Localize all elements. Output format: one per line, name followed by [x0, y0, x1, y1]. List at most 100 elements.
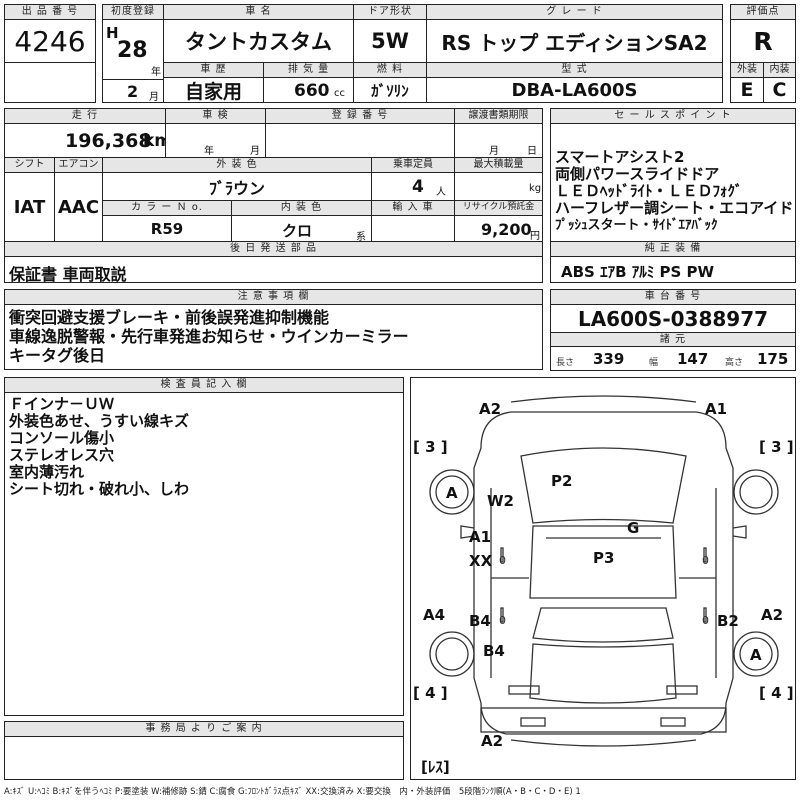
- lot-number: 4246: [4, 19, 96, 63]
- displacement-value: 660: [294, 81, 330, 101]
- load-unit: kg: [529, 183, 542, 194]
- shift: IAT: [4, 172, 55, 242]
- specs: 長さ 339 幅 147 高さ 175: [550, 346, 796, 371]
- registration-number-header: 登 録 番 号: [265, 108, 455, 124]
- mark-bottom-bracket: [ﾚｽ]: [421, 758, 450, 776]
- sales-points-header: セ ー ル ス ポ イ ン ト: [550, 108, 796, 124]
- inspection-month-unit: 月: [250, 146, 260, 157]
- transfer-month-unit: 月: [489, 146, 499, 157]
- equipment-header: 純 正 装 備: [550, 241, 796, 257]
- mark-zero: 0: [499, 554, 506, 567]
- year-unit: 年: [151, 67, 161, 78]
- shift-header: シフト: [4, 157, 55, 173]
- mark-g: G: [627, 519, 639, 537]
- first-registration-header: 初度登録: [102, 4, 164, 20]
- height-label: 高さ: [725, 358, 744, 368]
- mark-a1-top: A1: [705, 400, 727, 418]
- displacement-header: 排 気 量: [263, 62, 354, 78]
- first-registration-month: 2 月: [102, 79, 164, 103]
- grade: RS トップ エディションSA2: [426, 19, 723, 63]
- lot-number-header: 出 品 番 号: [4, 4, 96, 20]
- air-conditioner: AAC: [54, 172, 103, 242]
- capacity-unit: 人: [436, 187, 446, 198]
- interior-grade-header: 内装: [763, 62, 796, 78]
- fuel: ｶﾞｿﾘﾝ: [353, 77, 427, 103]
- later-parts-header: 後 日 発 送 部 品: [4, 241, 543, 257]
- damage-diagram: A2 A1 [ 3 ] [ 3 ] A W2 P2 G A1 XX P3 A4 …: [410, 377, 796, 780]
- equipment: ABS ｴｱB ｱﾙﾐ PS PW: [550, 256, 796, 283]
- transfer-deadline: 月 日: [454, 123, 543, 158]
- inspector-notes-header: 検 査 員 記 入 欄: [4, 377, 404, 393]
- mileage-header: 走 行: [4, 108, 166, 124]
- interior-color-value: クロ: [282, 222, 313, 240]
- mark-bracket-3-left: [ 3 ]: [413, 438, 448, 456]
- import: [371, 215, 455, 242]
- grade-header: グ レ ー ド: [426, 4, 723, 20]
- max-load-header: 最大積載量: [454, 157, 543, 173]
- exterior-grade: E: [730, 77, 764, 103]
- sales-points: スマートアシスト2 両側パワースライドドア ＬＥＤﾍｯﾄﾞﾗｲﾄ・ＬＥＤﾌｫｸﾞ…: [550, 123, 796, 253]
- km-unit: km: [143, 131, 165, 151]
- interior-grade: C: [763, 77, 796, 103]
- ac-header: エアコン: [54, 157, 103, 173]
- registration-month: 2: [127, 82, 139, 101]
- interior-color-header: 内 装 色: [231, 200, 372, 216]
- length-value: 339: [593, 350, 625, 368]
- length-label: 長さ: [556, 358, 575, 368]
- inspector-note-line: 外装色あせ、うすい線キズ: [9, 412, 190, 430]
- mark-a1-side: A1: [469, 528, 491, 546]
- transfer-day-unit: 日: [527, 146, 537, 157]
- car-outline: A2 A1 [ 3 ] [ 3 ] A W2 P2 G A1 XX P3 A4 …: [413, 395, 794, 776]
- model-header: 型 式: [426, 62, 723, 78]
- office-info-header: 事 務 局 よ り ご 案 内: [4, 721, 404, 737]
- notes-line: 車線逸脱警報・先行車発進お知らせ・ウインカーミラー: [9, 327, 409, 346]
- mark-b4-2: B4: [483, 642, 505, 660]
- inspector-note-line: 室内薄汚れ: [9, 463, 85, 481]
- door-type-header: ドア形状: [353, 4, 427, 20]
- notes-header: 注 意 事 項 欄: [4, 289, 543, 305]
- model-code: DBA-LA600S: [426, 77, 723, 103]
- inspector-note-line: シート切れ・破れ小、しわ: [9, 480, 190, 498]
- mark-a4: A4: [423, 606, 445, 624]
- recycle-fee-value: 9,200: [481, 220, 532, 239]
- cc-unit: cc: [334, 88, 345, 99]
- color-number: R59: [102, 215, 232, 242]
- exterior-color-header: 外 装 色: [102, 157, 372, 173]
- chassis-number-header: 車 台 番 号: [550, 289, 796, 305]
- recycle-fee-header: リサイクル預託金: [454, 200, 543, 216]
- sales-point-line: スマートアシスト2: [555, 148, 685, 166]
- transfer-deadline-header: 譲渡書類期限: [454, 108, 543, 124]
- mark-p3: P3: [593, 549, 614, 567]
- notes-line: キータグ後日: [9, 346, 106, 365]
- mark-p2: P2: [551, 472, 572, 490]
- inspector-note-line: ステレオレス穴: [9, 446, 115, 464]
- notes: 衝突回避支援ブレーキ・前後誤発進抑制機能 車線逸脱警報・先行車発進お知らせ・ウイ…: [4, 304, 543, 370]
- capacity: 4 人: [371, 172, 455, 201]
- import-header: 輸 入 車: [371, 200, 455, 216]
- notes-line: 衝突回避支援ブレーキ・前後誤発進抑制機能: [9, 308, 330, 327]
- recycle-fee: 9,200 円: [454, 215, 543, 242]
- mark-zero: 0: [702, 614, 709, 627]
- mark-bracket-4-left: [ 4 ]: [413, 684, 448, 702]
- max-load: kg: [454, 172, 543, 201]
- inspection-year-unit: 年: [204, 146, 214, 157]
- mark-zero: 0: [499, 614, 506, 627]
- sales-point-line: ハーフレザー調シート・エコアイド: [555, 199, 794, 217]
- fuel-header: 燃 料: [353, 62, 427, 78]
- era-label: H: [106, 24, 119, 42]
- car-name: タントカスタム: [163, 19, 354, 63]
- mark-a2-bottom: A2: [481, 732, 503, 750]
- inspector-note-line: Ｆインナ－ＵＷ: [9, 395, 115, 413]
- exterior-grade-header: 外装: [730, 62, 764, 78]
- sales-point-line: 両側パワースライドドア: [555, 165, 720, 183]
- mark-tire-rear-right: A: [750, 646, 762, 664]
- history: 自家用: [163, 77, 264, 103]
- registration-year: 28: [117, 38, 148, 63]
- height-value: 175: [757, 350, 789, 368]
- door-type: 5W: [353, 19, 427, 63]
- first-registration-year: H 28 年: [102, 19, 164, 80]
- mark-tire-front-left: A: [446, 484, 458, 502]
- color-number-header: カ ラ ー Ｎ o.: [102, 200, 232, 216]
- history-header: 車 歴: [163, 62, 264, 78]
- width-value: 147: [677, 350, 709, 368]
